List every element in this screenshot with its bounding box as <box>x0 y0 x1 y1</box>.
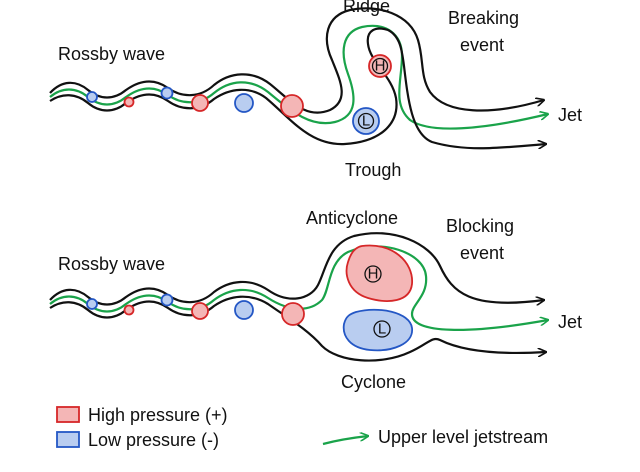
blocking-label: Blocking <box>446 216 514 236</box>
low-cell <box>234 93 254 113</box>
breaking-event-panel: Rossby wave Ridge Trough Breaking event … <box>49 0 582 180</box>
low-cell <box>86 298 98 310</box>
high-cell <box>191 302 209 320</box>
high-cell <box>123 304 135 316</box>
anticyclone-label: Anticyclone <box>306 208 398 228</box>
event-label: event <box>460 35 504 55</box>
blocking-event-panel: Rossby wave Anticyclone Cyclone Blocking… <box>49 208 582 392</box>
high-cell <box>191 94 209 112</box>
high-cell <box>280 94 304 118</box>
rossby-wave-label: Rossby wave <box>58 44 165 64</box>
rossby-wave-label: Rossby wave <box>58 254 165 274</box>
jetstream-legend-arrow <box>322 436 368 446</box>
high-cell <box>123 96 135 108</box>
low-pressure-swatch <box>56 431 80 448</box>
trough-low-cell <box>352 107 380 135</box>
low-symbol-ring <box>357 112 375 130</box>
low-symbol: L <box>362 113 370 130</box>
high-symbol: H <box>368 266 379 283</box>
low-pressure-legend-label: Low pressure (-) <box>88 430 219 450</box>
high-pressure-legend-label: High pressure (+) <box>88 405 228 425</box>
low-cell <box>160 293 174 307</box>
high-symbol: H <box>375 58 386 75</box>
breaking-label: Breaking <box>448 8 519 28</box>
lower-streamline <box>49 295 546 362</box>
high-symbol-ring <box>364 265 382 283</box>
low-cell <box>160 86 174 100</box>
upper-streamline <box>49 7 544 114</box>
high-symbol-ring <box>371 57 389 75</box>
low-cell <box>86 91 98 103</box>
event-label: event <box>460 243 504 263</box>
low-cell <box>234 300 254 320</box>
low-symbol: L <box>378 321 386 338</box>
cyclone-low-cell <box>342 308 413 352</box>
cyclone-label: Cyclone <box>341 372 406 392</box>
legend: High pressure (+) Low pressure (-) Upper… <box>56 405 548 450</box>
jetstream-legend-label: Upper level jetstream <box>378 427 548 447</box>
upper-streamline <box>49 232 544 306</box>
jet-label: Jet <box>558 312 582 332</box>
high-pressure-swatch <box>56 406 80 423</box>
low-symbol-ring <box>373 320 391 338</box>
jet-streamline <box>49 24 548 130</box>
trough-label: Trough <box>345 160 401 180</box>
jet-label: Jet <box>558 105 582 125</box>
anticyclone-high-cell <box>345 244 413 302</box>
high-cell <box>281 302 305 326</box>
